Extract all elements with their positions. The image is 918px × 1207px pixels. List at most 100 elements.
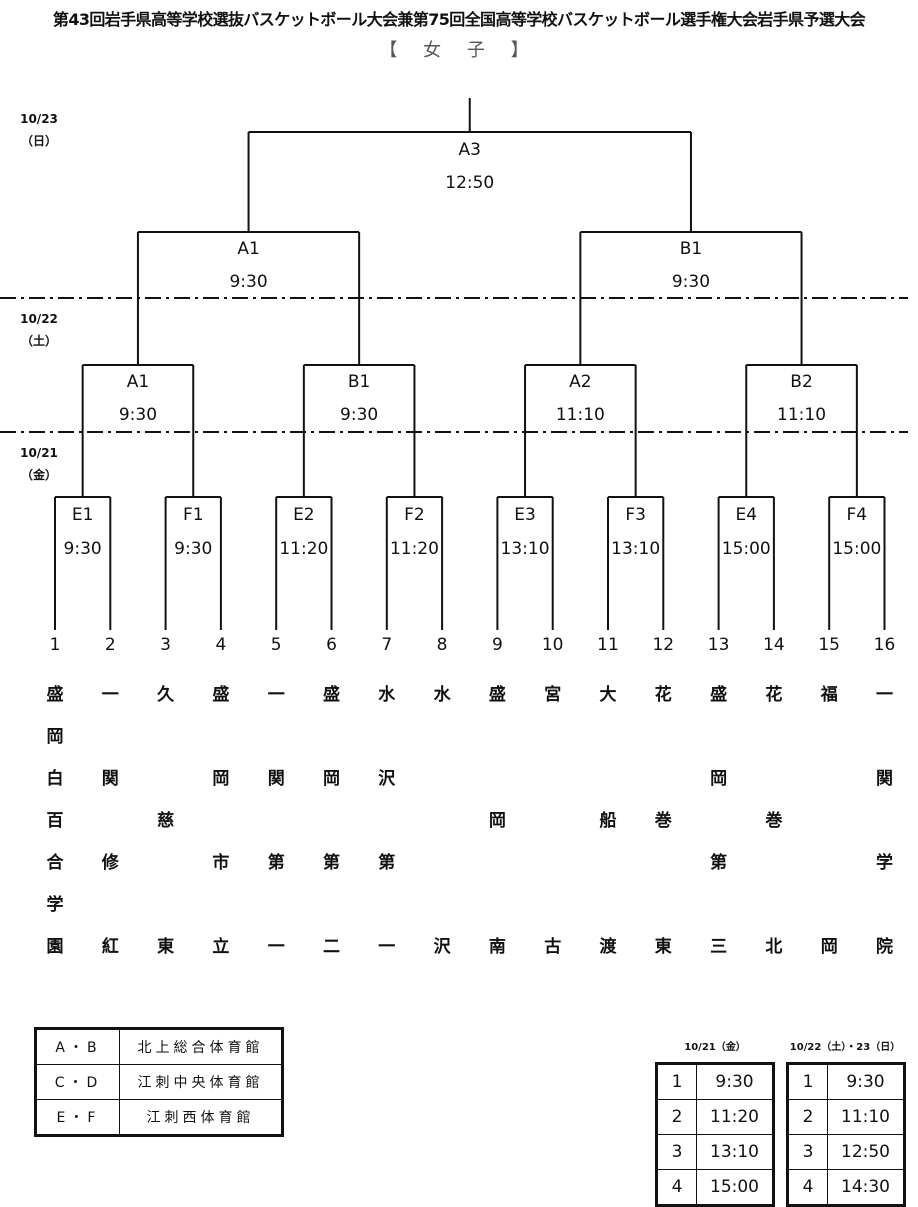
team-name-char: 大 xyxy=(599,685,617,705)
slot-time: 9:30 xyxy=(827,1063,905,1100)
slot-no: 4 xyxy=(656,1169,697,1206)
team-name-char: 渡 xyxy=(599,937,617,957)
seed-number: 9 xyxy=(491,635,503,655)
seed-number: 12 xyxy=(652,635,675,655)
slot-no: 1 xyxy=(787,1063,828,1100)
team-name-char: 宮 xyxy=(544,685,562,705)
match-time: 9:30 xyxy=(118,405,158,425)
team-name-char: 一 xyxy=(267,685,285,705)
slot-no: 2 xyxy=(787,1099,828,1135)
team-name-char: 学 xyxy=(46,895,64,915)
date-label-day1: 10/21 （金） xyxy=(14,442,64,486)
tournament-bracket xyxy=(0,98,908,630)
slot-time: 11:10 xyxy=(827,1099,905,1135)
team-name-char: 北 xyxy=(765,937,783,957)
match-code: B1 xyxy=(679,239,703,259)
schedule-heading-day1: 10/21（金） xyxy=(684,1042,746,1053)
team-name-char: 第 xyxy=(323,853,340,873)
weekday-text: （土） xyxy=(20,334,57,348)
team-name-char: 盛 xyxy=(323,685,340,705)
date-label-day3: 10/23 （日） xyxy=(14,108,64,152)
match-time: 11:10 xyxy=(777,405,827,425)
team-name-char: 岡 xyxy=(710,769,728,789)
team-name-char: 紅 xyxy=(101,937,119,957)
schedule-heading-day2-3: 10/22（土）・23（日） xyxy=(789,1042,901,1053)
division-label: 【 女 子 】 xyxy=(379,40,539,61)
match-code: F1 xyxy=(182,505,204,525)
match-code: F3 xyxy=(625,505,646,525)
team-name-char: 第 xyxy=(378,853,396,873)
team-name-char: 岡 xyxy=(46,727,64,747)
team-name-char: 修 xyxy=(101,853,119,873)
date-text: 10/23 xyxy=(20,112,58,126)
match-code: E4 xyxy=(735,505,758,525)
team-name-char: 久 xyxy=(157,685,175,705)
match-time: 9:30 xyxy=(229,272,268,292)
team-name-char: 第 xyxy=(267,853,285,873)
team-name-char: 園 xyxy=(46,937,64,957)
match-time: 11:10 xyxy=(555,405,605,425)
team-name-char: 盛 xyxy=(46,685,64,705)
seed-number: 15 xyxy=(818,635,840,655)
match-code: A2 xyxy=(569,372,592,392)
slot-no: 3 xyxy=(787,1134,828,1170)
team-name-char: 古 xyxy=(544,937,562,957)
team-name-char: 慈 xyxy=(157,811,175,831)
team-name-char: 一 xyxy=(378,937,396,957)
seed-number: 3 xyxy=(160,635,171,655)
team-name-char: 沢 xyxy=(378,769,396,789)
match-code: E1 xyxy=(71,505,94,525)
match-code: B1 xyxy=(347,372,371,392)
slot-time: 11:20 xyxy=(696,1099,774,1135)
match-time: 11:20 xyxy=(389,539,439,559)
team-name-char: 一 xyxy=(876,685,893,705)
slot-time: 15:00 xyxy=(696,1169,774,1206)
seed-number: 6 xyxy=(326,635,337,655)
team-name-char: 岡 xyxy=(488,811,506,831)
team-name-char: 岡 xyxy=(323,769,340,789)
bracket-lines xyxy=(54,98,886,630)
team-name-char: 院 xyxy=(876,937,893,957)
match-time: 9:30 xyxy=(63,539,102,559)
date-text: 10/21 xyxy=(20,446,58,460)
seed-number: 14 xyxy=(763,635,785,655)
team-name-char: 岡 xyxy=(212,769,230,789)
slot-no: 3 xyxy=(656,1134,697,1170)
match-code: A1 xyxy=(237,239,260,259)
seed-number: 16 xyxy=(873,635,896,655)
tournament-title: 第43回岩手県高等学校選抜バスケットボール大会兼第75回全国高等学校バスケットボ… xyxy=(52,10,866,29)
team-name-char: 巻 xyxy=(765,811,783,831)
match-time: 12:50 xyxy=(445,173,495,193)
seed-number: 5 xyxy=(270,635,282,655)
match-time: 13:10 xyxy=(500,539,550,559)
venue-cell: 北上総合体育館 xyxy=(119,1028,283,1065)
team-name-char: 花 xyxy=(765,685,783,705)
match-code: E3 xyxy=(514,505,536,525)
venue-cell: 江刺中央体育館 xyxy=(119,1064,283,1100)
venue-cell: 江刺西体育館 xyxy=(119,1099,283,1136)
slot-time: 9:30 xyxy=(696,1063,774,1100)
team-name-char: 市 xyxy=(212,853,230,873)
slot-no: 1 xyxy=(656,1063,697,1100)
team-name-char: 水 xyxy=(378,685,396,705)
seed-number: 13 xyxy=(707,635,730,655)
team-name-char: 東 xyxy=(654,937,672,957)
team-name-char: 第 xyxy=(710,853,728,873)
team-name-char: 学 xyxy=(876,853,893,873)
team-name-char: 福 xyxy=(820,685,838,705)
team-name-char: 盛 xyxy=(710,685,728,705)
match-time: 9:30 xyxy=(174,539,213,559)
team-name-char: 関 xyxy=(267,769,285,789)
team-name-char: 水 xyxy=(433,685,451,705)
slot-time: 13:10 xyxy=(696,1134,774,1170)
venue-row: C・D 江刺中央体育館 xyxy=(35,1064,283,1100)
venue-table: A・B 北上総合体育館 C・D 江刺中央体育館 E・F 江刺西体育館 xyxy=(34,1027,284,1137)
